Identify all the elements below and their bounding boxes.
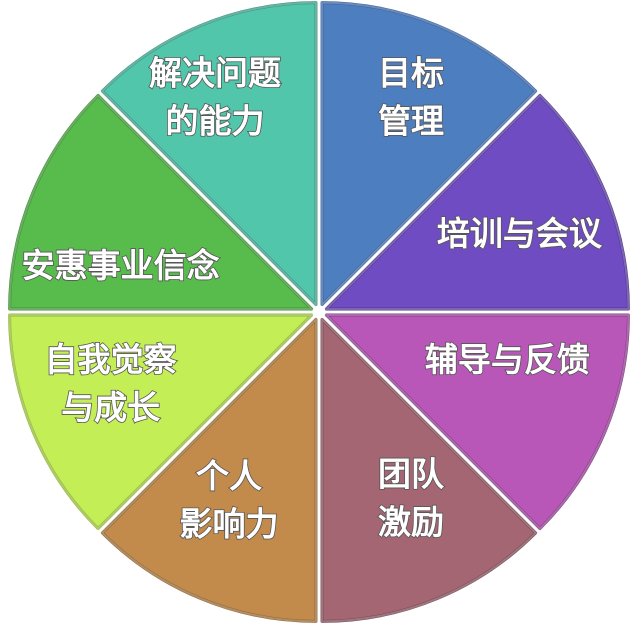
segment-label-goal-management: 目标管理 [378, 54, 444, 141]
segment-anhui-career-belief [8, 93, 315, 311]
segment-self-awareness-growth [8, 313, 315, 531]
segment-label-personal-influence: 个人影响力 [179, 456, 278, 543]
segment-label-anhui-career-belief: 安惠事业信念 [22, 246, 220, 285]
segment-shape [100, 1, 318, 307]
segment-highlight [321, 316, 538, 623]
segment-label-line: 与成长 [61, 388, 160, 427]
segment-shape [320, 317, 538, 623]
segment-problem-solving [100, 1, 318, 308]
segment-label-line: 目标 [378, 54, 444, 93]
segment-label-line: 激励 [378, 502, 444, 541]
segment-highlight [100, 316, 317, 623]
segment-team-motivation [320, 316, 538, 623]
segment-label-problem-solving: 解决问题的能力 [149, 54, 281, 141]
segment-shape [324, 313, 630, 531]
segment-label-self-awareness-growth: 自我觉察与成长 [45, 340, 177, 427]
segment-shape [8, 93, 314, 311]
segment-label-line: 解决问题 [149, 54, 281, 93]
segment-label-line: 团队 [378, 454, 445, 493]
segment-shape [320, 1, 538, 307]
segment-label-line: 的能力 [165, 102, 264, 141]
segment-highlight [321, 1, 538, 308]
segment-label-line: 培训与会议 [437, 214, 603, 253]
segment-label-line: 管理 [378, 102, 444, 141]
segment-label-line: 辅导与反馈 [425, 340, 590, 379]
segment-label-line: 个人 [196, 456, 262, 495]
segment-personal-influence [100, 316, 318, 623]
segment-label-team-motivation: 团队激励 [378, 454, 445, 541]
segment-training-meetings [323, 93, 630, 311]
segment-label-line: 自我觉察 [45, 340, 177, 379]
segment-highlight [100, 1, 317, 308]
segment-highlight [323, 314, 630, 531]
segment-highlight [8, 314, 315, 531]
segment-goal-management [320, 1, 538, 308]
segment-label-training-meetings: 培训与会议 [437, 214, 603, 253]
segment-highlight [323, 93, 630, 310]
segment-shape [8, 313, 314, 531]
segment-shape [324, 93, 630, 311]
segment-highlight [8, 93, 315, 310]
segment-label-line: 安惠事业信念 [22, 246, 220, 285]
segment-shape [100, 317, 318, 623]
segment-coaching-feedback [323, 313, 630, 531]
segment-label-line: 影响力 [179, 504, 278, 543]
segment-label-coaching-feedback: 辅导与反馈 [425, 340, 590, 379]
